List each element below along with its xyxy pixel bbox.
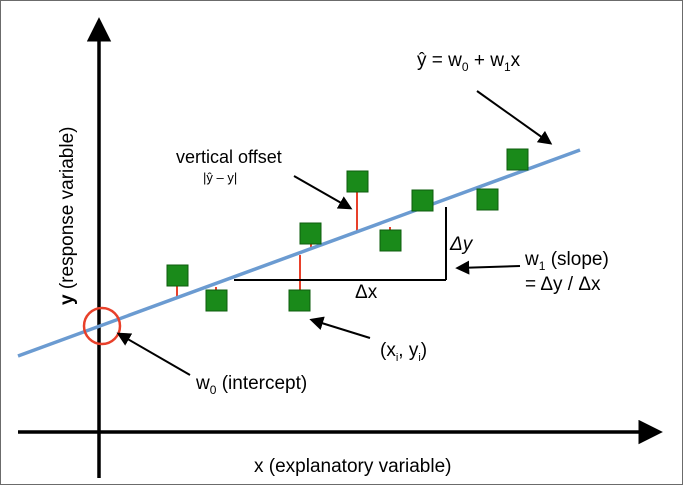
intercept-arrow	[116, 332, 191, 376]
vertical-offset-title: vertical offset	[176, 147, 282, 167]
data-point	[346, 170, 369, 193]
data-point	[299, 222, 322, 245]
equation-label: ŷ = w0 + w1x	[417, 50, 521, 74]
data-point	[166, 264, 189, 287]
slope-label: w1 (slope)	[524, 249, 609, 273]
data-point	[506, 148, 529, 171]
x-axis-label: x (explanatory variable)	[254, 456, 451, 477]
data-point	[288, 289, 311, 312]
regression-line	[17, 148, 581, 358]
data-point	[379, 229, 402, 252]
intercept-circle	[82, 306, 122, 346]
delta-x-label: Δx	[355, 282, 378, 303]
data-points	[166, 148, 529, 312]
equation-arrow	[476, 90, 553, 145]
vertical-offset-formula: |ŷ – y|	[203, 170, 237, 185]
y-axis-label: y (response variable)	[57, 127, 78, 306]
data-point	[476, 188, 499, 211]
slope-arrow	[455, 260, 521, 275]
point-label: (xi, yi)	[380, 340, 427, 364]
intercept-label: w0 (intercept)	[195, 373, 307, 397]
slope-formula: = Δy / Δx	[525, 274, 601, 295]
slope-triangle	[234, 207, 447, 281]
delta-y-label: Δy	[449, 234, 474, 255]
point-arrow	[309, 316, 371, 339]
data-point	[411, 189, 434, 212]
data-point	[205, 289, 228, 312]
offset-arrow	[293, 175, 353, 210]
